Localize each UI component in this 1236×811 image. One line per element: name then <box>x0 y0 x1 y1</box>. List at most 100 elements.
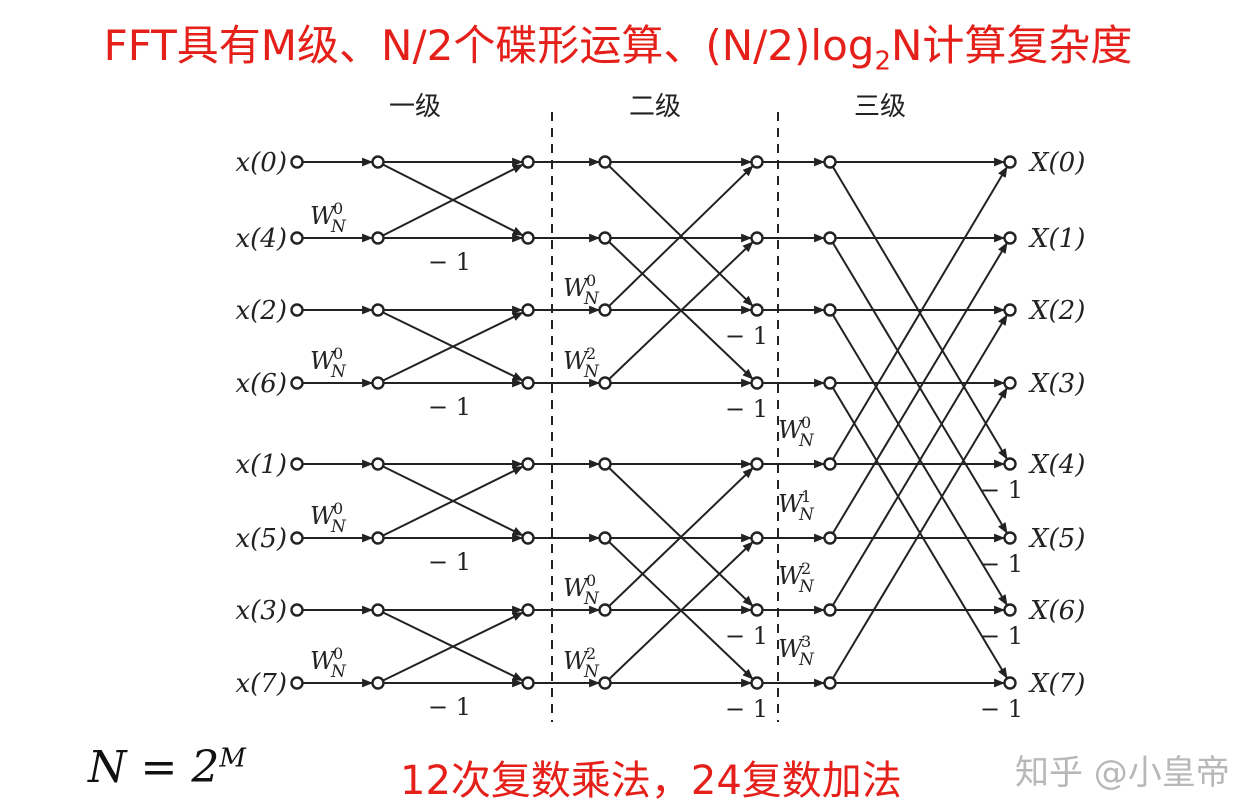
twiddle-exponent: 0 <box>333 644 343 663</box>
node <box>290 231 304 245</box>
twiddle-exponent: 3 <box>801 632 811 651</box>
node <box>823 303 837 317</box>
twiddle-factor: W0N <box>310 344 347 382</box>
minus-one-label: − 1 <box>428 693 471 721</box>
minus-one-label: − 1 <box>725 395 768 423</box>
input-label: x(0) <box>236 148 288 178</box>
node <box>290 155 304 169</box>
twiddle-subscript: N <box>798 650 815 670</box>
stage-label: 一级 <box>389 92 441 122</box>
twiddle-factor: W0N <box>563 571 600 609</box>
node <box>290 303 304 317</box>
node <box>750 303 764 317</box>
node <box>598 676 612 690</box>
page-title: FFT具有M级、N/2个碟形运算、(N/2)log2N计算复杂度 <box>103 21 1133 77</box>
twiddle-w: W <box>563 347 590 375</box>
twiddle-exponent: 2 <box>586 344 596 363</box>
node <box>371 303 385 317</box>
minus-one-label: − 1 <box>725 322 768 350</box>
node <box>598 603 612 617</box>
butterfly-edge <box>608 241 754 380</box>
butterfly-edge <box>608 467 754 607</box>
butterfly-edge <box>832 387 1008 679</box>
node <box>371 531 385 545</box>
twiddle-w: W <box>310 202 337 230</box>
output-label: X(3) <box>1028 369 1085 399</box>
output-label: X(1) <box>1028 224 1085 254</box>
node <box>823 457 837 471</box>
output-label: X(2) <box>1028 296 1085 326</box>
twiddle-subscript: N <box>798 505 815 525</box>
twiddle-exponent: 0 <box>333 344 343 363</box>
node <box>598 531 612 545</box>
node <box>750 531 764 545</box>
node <box>521 676 535 690</box>
twiddle-subscript: N <box>330 517 347 537</box>
node <box>290 603 304 617</box>
input-label: x(7) <box>236 669 288 699</box>
node <box>521 457 535 471</box>
twiddle-w: W <box>778 416 805 444</box>
node <box>750 376 764 390</box>
node <box>750 457 764 471</box>
twiddle-w: W <box>310 502 337 530</box>
node <box>371 676 385 690</box>
node <box>598 376 612 390</box>
node <box>521 531 535 545</box>
watermark: 知乎 @小皇帝 <box>1015 753 1230 793</box>
twiddle-exponent: 0 <box>801 413 811 432</box>
twiddle-factor: W2N <box>778 559 815 597</box>
butterfly-edge <box>382 163 524 237</box>
stage-label: 三级 <box>854 92 906 122</box>
node <box>823 531 837 545</box>
twiddle-factor: W2N <box>563 344 600 382</box>
twiddle-factor: W0N <box>563 271 600 309</box>
node <box>371 603 385 617</box>
butterfly-edge <box>382 611 524 682</box>
output-label: X(4) <box>1028 450 1085 480</box>
node <box>823 376 837 390</box>
node <box>823 155 837 169</box>
minus-one-label: − 1 <box>725 695 768 723</box>
twiddle-subscript: N <box>583 362 600 382</box>
twiddle-w: W <box>563 274 590 302</box>
node <box>598 303 612 317</box>
twiddle-w: W <box>778 490 805 518</box>
twiddle-exponent: 0 <box>586 271 596 290</box>
node <box>521 376 535 390</box>
node <box>290 376 304 390</box>
butterfly-edge <box>832 314 1008 606</box>
node <box>823 603 837 617</box>
node <box>290 457 304 471</box>
twiddle-factor: W0N <box>778 413 815 451</box>
twiddle-w: W <box>310 347 337 375</box>
butterfly-edge <box>832 242 1008 534</box>
node <box>1003 457 1017 471</box>
twiddle-exponent: 0 <box>333 499 343 518</box>
node <box>823 676 837 690</box>
node <box>750 155 764 169</box>
minus-one-label: − 1 <box>980 550 1023 578</box>
node <box>598 457 612 471</box>
node <box>371 155 385 169</box>
twiddle-factor: W0N <box>310 644 347 682</box>
node <box>521 603 535 617</box>
twiddle-exponent: 1 <box>801 487 811 506</box>
node <box>371 231 385 245</box>
twiddle-w: W <box>563 574 590 602</box>
twiddle-subscript: N <box>330 217 347 237</box>
node <box>750 231 764 245</box>
twiddle-exponent: 0 <box>586 571 596 590</box>
output-label: X(7) <box>1028 669 1085 699</box>
node <box>1003 231 1017 245</box>
twiddle-subscript: N <box>583 289 600 309</box>
twiddle-factor: W0N <box>310 499 347 537</box>
node <box>521 155 535 169</box>
twiddle-subscript: N <box>798 431 815 451</box>
output-label: X(5) <box>1028 524 1085 554</box>
node <box>290 531 304 545</box>
minus-one-label: − 1 <box>428 248 471 276</box>
twiddle-factor: W3N <box>778 632 815 670</box>
node <box>521 231 535 245</box>
twiddle-subscript: N <box>583 589 600 609</box>
